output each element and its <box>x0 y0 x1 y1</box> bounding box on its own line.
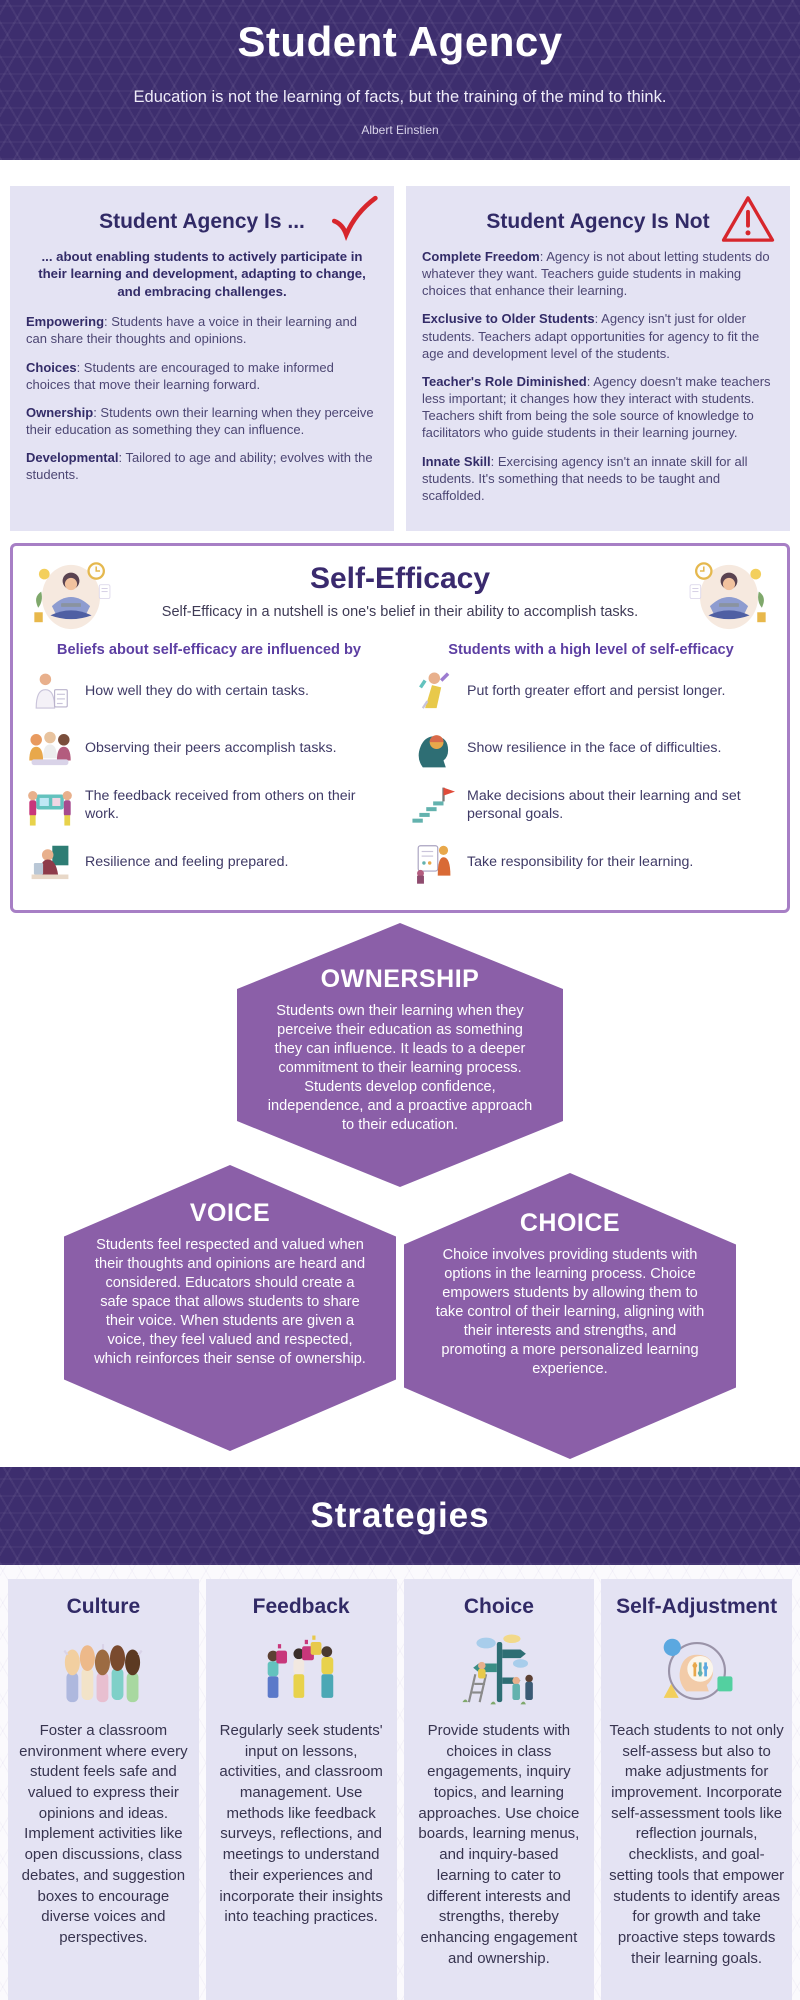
task-performance-icon <box>35 673 68 709</box>
multitasking-person-icon <box>29 558 113 636</box>
hexagon-title: CHOICE <box>519 1209 621 1238</box>
agency-is-not-item: Innate Skill: Exercising agency isn't an… <box>422 453 748 503</box>
card-title: Choice <box>463 1595 534 1619</box>
agency-is-not-item: Exclusive to Older Students: Agency isn'… <box>422 311 760 361</box>
high-level-heading: Students with a high level of self-effic… <box>448 642 734 659</box>
agency-is-item: Developmental: Tailored to age and abili… <box>26 450 373 483</box>
card-title: Feedback <box>252 1595 350 1619</box>
list-item: How well they do with certain tasks. <box>27 668 391 716</box>
agency-is-not-card: Student Agency Is Not Complete Freedom: … <box>406 186 790 532</box>
card-text: Teach students to not only self-assess b… <box>609 1722 785 1967</box>
effort-icon <box>419 672 450 709</box>
agency-is-not-title: Student Agency Is Not <box>486 210 710 233</box>
hexagon-voice: VOICE Students feel respected and valued… <box>64 1165 396 1451</box>
card-text: Regularly seek students' input on lesson… <box>219 1722 383 1926</box>
hexagon-ownership: OWNERSHIP Students own their learning wh… <box>237 923 563 1187</box>
agency-is-title: Student Agency Is ... <box>99 210 305 233</box>
self-efficacy-panel: Self-Efficacy Self-Efficacy in a nutshel… <box>10 543 790 914</box>
card-title: Culture <box>66 1595 141 1619</box>
strategy-card-self-adjustment: Self-Adjustment Teach students to not on… <box>601 1579 792 2000</box>
list-item: Show resilience in the face of difficult… <box>409 725 773 773</box>
card-text: Provide students with choices in class e… <box>418 1722 580 1967</box>
signpost-icon <box>411 1627 588 1715</box>
prepared-study-icon <box>31 845 69 880</box>
list-item: The feedback received from others on the… <box>27 782 391 830</box>
warning-icon <box>720 194 778 246</box>
strategies-banner: Strategies <box>0 1467 800 1566</box>
list-item: Put forth greater effort and persist lon… <box>409 668 773 716</box>
header-quote: Education is not the learning of facts, … <box>133 88 667 106</box>
hexagon-choice: CHOICE Choice involves providing student… <box>404 1173 736 1459</box>
page-title: Student Agency <box>237 18 563 65</box>
resilience-mind-icon <box>418 735 449 768</box>
strategies-title: Strategies <box>310 1496 490 1536</box>
head-sliders-icon <box>608 1627 785 1715</box>
card-title: Self-Adjustment <box>616 1595 778 1619</box>
self-efficacy-high-column: Students with a high level of self-effic… <box>409 642 773 896</box>
agency-is-not-item: Complete Freedom: Agency is not about le… <box>422 249 770 299</box>
hexagon-title: OWNERSHIP <box>320 965 480 994</box>
strategy-card-culture: Culture Foster a classroom environment w… <box>8 1579 199 2000</box>
agency-is-not-item: Teacher's Role Diminished: Agency doesn'… <box>422 373 771 441</box>
checkmark-icon <box>324 194 382 246</box>
agency-is-intro: ... about enabling students to actively … <box>38 249 366 299</box>
hexagon-text: Choice involves providing students with … <box>435 1247 705 1377</box>
hexagon-text: Students own their learning when they pe… <box>267 1003 533 1133</box>
strategy-card-feedback: Feedback Regularly seek students' input … <box>205 1579 397 2000</box>
raised-hands-icon <box>15 1627 192 1715</box>
thumbs-up-people-icon <box>213 1627 390 1715</box>
agency-is-item: Choices: Students are encouraged to make… <box>26 359 334 392</box>
hexagon-text: Students feel respected and valued when … <box>94 1237 366 1367</box>
list-item: Resilience and feeling prepared. <box>27 839 391 887</box>
list-item: Take responsibility for their learning. <box>409 839 773 887</box>
beliefs-heading: Beliefs about self-efficacy are influenc… <box>56 642 362 659</box>
agency-is-card: Student Agency Is ... ... about enabling… <box>10 186 394 532</box>
self-efficacy-beliefs-column: Beliefs about self-efficacy are influenc… <box>27 642 391 896</box>
header-banner: Student Agency Education is not the lear… <box>0 0 800 160</box>
feedback-board-icon <box>28 791 72 826</box>
list-item: Observing their peers accomplish tasks. <box>27 725 391 773</box>
self-efficacy-subtitle: Self-Efficacy in a nutshell is one's bel… <box>161 604 639 621</box>
goal-stairs-icon <box>412 787 455 823</box>
multitasking-person-icon <box>687 558 771 636</box>
strategies-cards-row: Culture Foster a classroom environment w… <box>0 1565 800 2000</box>
hexagon-title: VOICE <box>189 1199 271 1228</box>
quote-attribution: Albert Einstien <box>361 123 439 137</box>
list-item: Make decisions about their learning and … <box>409 782 773 830</box>
agency-is-item: Ownership: Students own their learning w… <box>26 404 374 438</box>
card-text: Foster a classroom environment where eve… <box>19 1722 188 1946</box>
strategy-card-choice: Choice Provide students with choices in … <box>403 1579 595 2000</box>
responsibility-icon <box>417 845 451 884</box>
pillars-diagram: OWNERSHIP Students own their learning wh… <box>0 913 800 1462</box>
agency-definition-row: Student Agency Is ... ... about enabling… <box>0 186 800 532</box>
agency-is-item: Empowering: Students have a voice in the… <box>26 314 357 347</box>
peers-icon <box>29 731 71 766</box>
self-efficacy-title: Self-Efficacy <box>309 562 491 596</box>
